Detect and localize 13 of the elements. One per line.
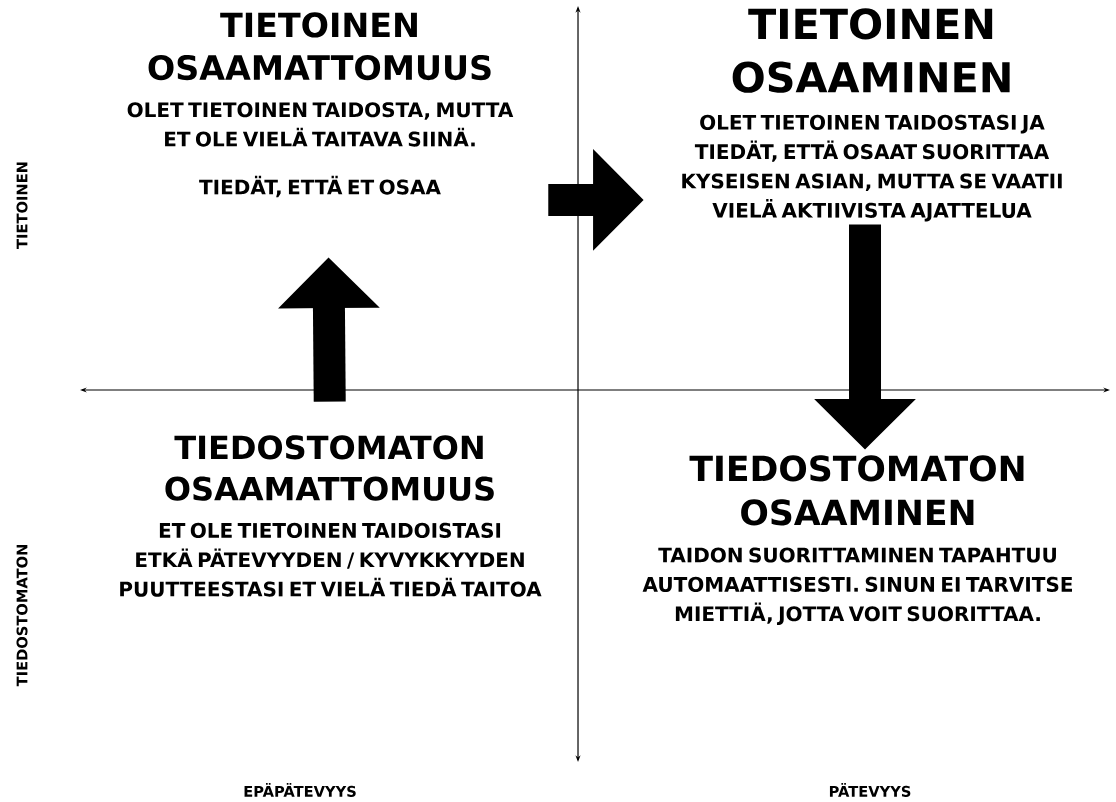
axis-label: TIEDOSTOMATON bbox=[16, 545, 28, 687]
quadrant-text: OLET TIETOINEN TAIDOSTA, MUTTA ET OLE VIELÄ TAITAVA SIINÄ. bbox=[127, 102, 514, 147]
quadrant-heading: TIEDOSTOMATON OSAAMATTOMUUS bbox=[165, 435, 494, 501]
quadrant-text: ET OLE TIETOINEN TAIDOISTASI ETKÄ PÄTEVYYDEN / KYVYKKYYDEN PUUTTEESTASI ET VIELÄ TIEDÄ TAITOA bbox=[120, 522, 542, 597]
axis-label: TIETOINEN bbox=[16, 162, 28, 249]
quadrant-heading: TIETOINEN OSAAMINEN bbox=[732, 8, 1010, 93]
quadrant-text: TIEDÄT, ETTÄ ET OSAA bbox=[199, 175, 441, 198]
quadrant-text: OLET TIETOINEN TAIDOSTASI JA TIEDÄT, ETTÄ OSAAT SUORITTAA KYSEISEN ASIAN, MUTTA SE VAATII VIELÄ AKTIIVISTA AJATTELUA bbox=[682, 114, 1062, 222]
quadrant-heading: TIEDOSTOMATON OSAAMINEN bbox=[689, 455, 1024, 526]
quadrant-heading: TIETOINEN OSAAMATTOMUUS bbox=[148, 12, 491, 81]
quadrant-text: TAIDON SUORITTAMINEN TAPAHTUU AUTOMAATTISESTI. SINUN EI TARVITSE MIETTIÄ, JOTTA VOIT SUORITTAA. bbox=[642, 547, 1072, 625]
axis-label: EPÄPÄTEVYYS bbox=[244, 783, 356, 797]
axis-label: PÄTEVYYS bbox=[829, 783, 911, 797]
